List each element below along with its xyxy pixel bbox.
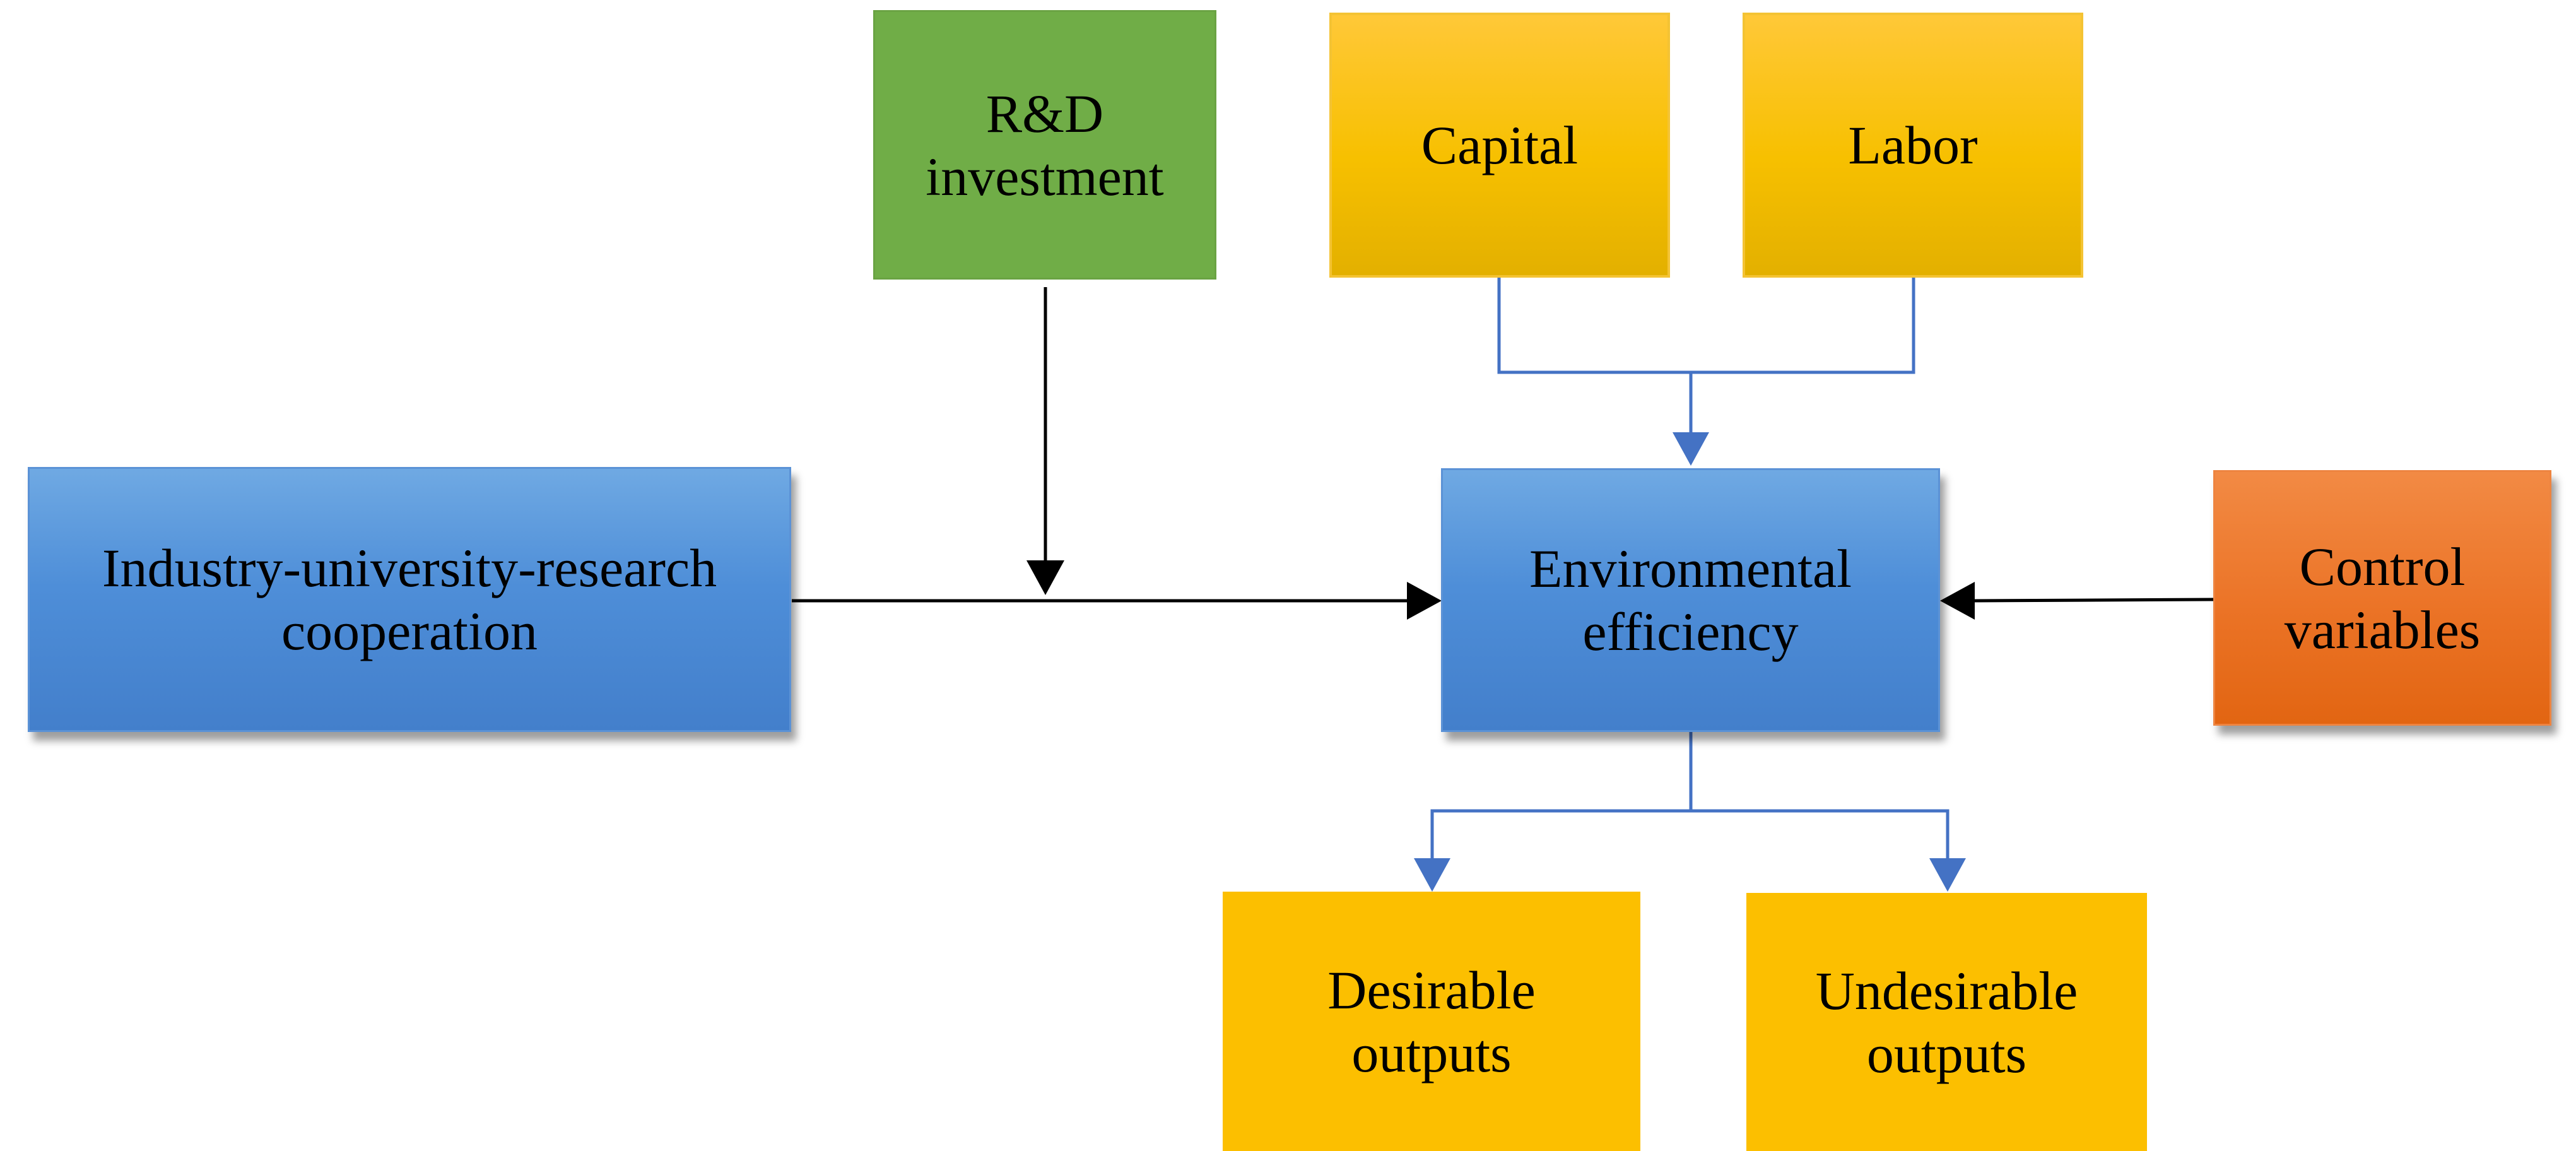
- arrow-rd-moderation: [1026, 287, 1064, 595]
- arrow-cooperation-to-efficiency: [792, 582, 1442, 620]
- capital-node: Capital: [1329, 13, 1670, 278]
- arrow-inputs-to-efficiency: [1497, 278, 1915, 466]
- industry-university-research-cooperation-node: Industry-university-research cooperation: [28, 467, 791, 732]
- environmental-efficiency-label: Environmental efficiency: [1529, 538, 1852, 662]
- labor-label: Labor: [1848, 115, 1978, 175]
- undesirable-outputs-label: Undesirable outputs: [1815, 960, 2078, 1084]
- environmental-efficiency-node: Environmental efficiency: [1441, 468, 1940, 732]
- control-variables-node: Control variables: [2213, 470, 2551, 726]
- rd-investment-node: R&D investment: [873, 10, 1216, 280]
- desirable-outputs-node: Desirable outputs: [1223, 892, 1640, 1151]
- rd-investment-label: R&D investment: [926, 83, 1164, 207]
- desirable-outputs-label: Desirable outputs: [1327, 959, 1536, 1083]
- labor-node: Labor: [1743, 13, 2083, 278]
- arrow-control-to-efficiency: [1940, 582, 2214, 620]
- control-variables-label: Control variables: [2284, 536, 2481, 660]
- arrow-efficiency-to-outputs: [1414, 732, 1966, 892]
- capital-label: Capital: [1421, 115, 1579, 175]
- industry-university-research-cooperation-label: Industry-university-research cooperation: [102, 538, 717, 661]
- undesirable-outputs-node: Undesirable outputs: [1746, 893, 2147, 1151]
